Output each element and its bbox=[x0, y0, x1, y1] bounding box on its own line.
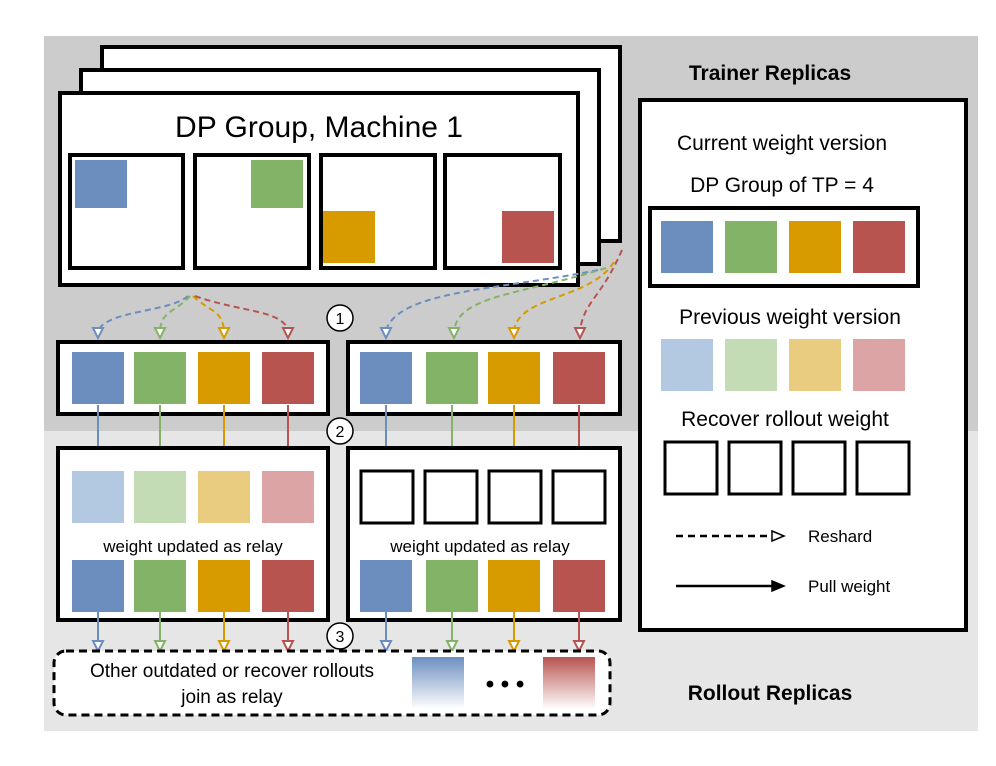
left-current-shard-2 bbox=[134, 352, 186, 404]
gpu-3-shard bbox=[323, 211, 375, 263]
trainer-replicas-label: Trainer Replicas bbox=[689, 62, 851, 85]
legend-recover-title: Recover rollout weight bbox=[681, 408, 889, 431]
fading-shard-blue bbox=[412, 657, 464, 709]
gpu-1-shard bbox=[75, 160, 127, 208]
legend-current-title: Current weight version bbox=[677, 132, 887, 155]
legend-recover-slot-1 bbox=[663, 440, 719, 496]
left-previous-shard-3 bbox=[198, 471, 250, 523]
left-previous-shard-2 bbox=[134, 471, 186, 523]
legend-previous-shard-3 bbox=[789, 339, 841, 391]
legend-current-shard-3 bbox=[789, 221, 841, 273]
pull-arrowheads-step3 bbox=[91, 640, 586, 654]
fading-shard-red bbox=[543, 657, 595, 709]
left-updated-shard-3 bbox=[198, 560, 250, 612]
right-current-shard-2 bbox=[426, 352, 478, 404]
other-rollouts-box bbox=[52, 649, 612, 717]
dp-group-title: DP Group, Machine 1 bbox=[175, 111, 463, 144]
legend-previous-title: Previous weight version bbox=[679, 306, 901, 329]
right-current-shard-4 bbox=[553, 352, 605, 404]
legend-reshard-arrow-icon bbox=[676, 529, 786, 543]
left-current-shard-1 bbox=[72, 352, 124, 404]
legend-reshard-label: Reshard bbox=[808, 527, 872, 546]
left-updated-shard-1 bbox=[72, 560, 124, 612]
left-current-shard-3 bbox=[198, 352, 250, 404]
legend-current-shard-2 bbox=[725, 221, 777, 273]
ellipsis: • • • bbox=[486, 671, 525, 698]
step-1-marker: 1 bbox=[326, 304, 354, 332]
left-previous-shard-4 bbox=[262, 471, 314, 523]
reshard-arrowheads-left bbox=[91, 327, 295, 341]
left-current-shard-4 bbox=[262, 352, 314, 404]
right-empty-slot-4 bbox=[551, 469, 607, 525]
step-1-label: 1 bbox=[336, 311, 345, 328]
reshard-arrowheads-right bbox=[379, 327, 587, 341]
step-3-marker: 3 bbox=[326, 622, 354, 650]
legend-pull-label: Pull weight bbox=[808, 577, 890, 596]
left-updated-shard-2 bbox=[134, 560, 186, 612]
legend-previous-shard-2 bbox=[725, 339, 777, 391]
legend-recover-slot-3 bbox=[791, 440, 847, 496]
legend-dp-group-title: DP Group of TP = 4 bbox=[690, 174, 874, 197]
gpu-4-shard bbox=[502, 211, 554, 263]
left-updated-shard-4 bbox=[262, 560, 314, 612]
pull-arrows-step3 bbox=[97, 612, 580, 643]
left-previous-shard-1 bbox=[72, 471, 124, 523]
right-updated-shard-3 bbox=[488, 560, 540, 612]
step-2-marker: 2 bbox=[326, 417, 354, 445]
right-empty-slot-2 bbox=[423, 469, 479, 525]
right-updated-shard-2 bbox=[426, 560, 478, 612]
right-current-shard-3 bbox=[488, 352, 540, 404]
legend-current-shard-1 bbox=[661, 221, 713, 273]
legend-recover-slot-2 bbox=[727, 440, 783, 496]
right-empty-slot-1 bbox=[359, 469, 415, 525]
legend-current-shard-4 bbox=[853, 221, 905, 273]
reshard-arrows-left bbox=[97, 295, 289, 331]
right-current-shard-1 bbox=[360, 352, 412, 404]
step-2-label: 2 bbox=[336, 424, 345, 441]
gpu-2-shard bbox=[251, 160, 303, 208]
right-updated-shard-4 bbox=[553, 560, 605, 612]
other-rollouts-line2: join as relay bbox=[180, 687, 283, 708]
rollout-replicas-label: Rollout Replicas bbox=[688, 682, 853, 705]
legend-previous-shard-1 bbox=[661, 339, 713, 391]
right-updated-shard-1 bbox=[360, 560, 412, 612]
legend-recover-slot-4 bbox=[855, 440, 911, 496]
relay-caption-left: weight updated as relay bbox=[102, 537, 283, 556]
step-3-label: 3 bbox=[336, 629, 345, 646]
legend-previous-shard-4 bbox=[853, 339, 905, 391]
other-rollouts-line1: Other outdated or recover rollouts bbox=[90, 661, 374, 682]
right-empty-slot-3 bbox=[487, 469, 543, 525]
relay-caption-right: weight updated as relay bbox=[389, 537, 570, 556]
legend-pull-arrow-icon bbox=[676, 579, 786, 593]
reshard-arrows-right bbox=[385, 249, 623, 331]
